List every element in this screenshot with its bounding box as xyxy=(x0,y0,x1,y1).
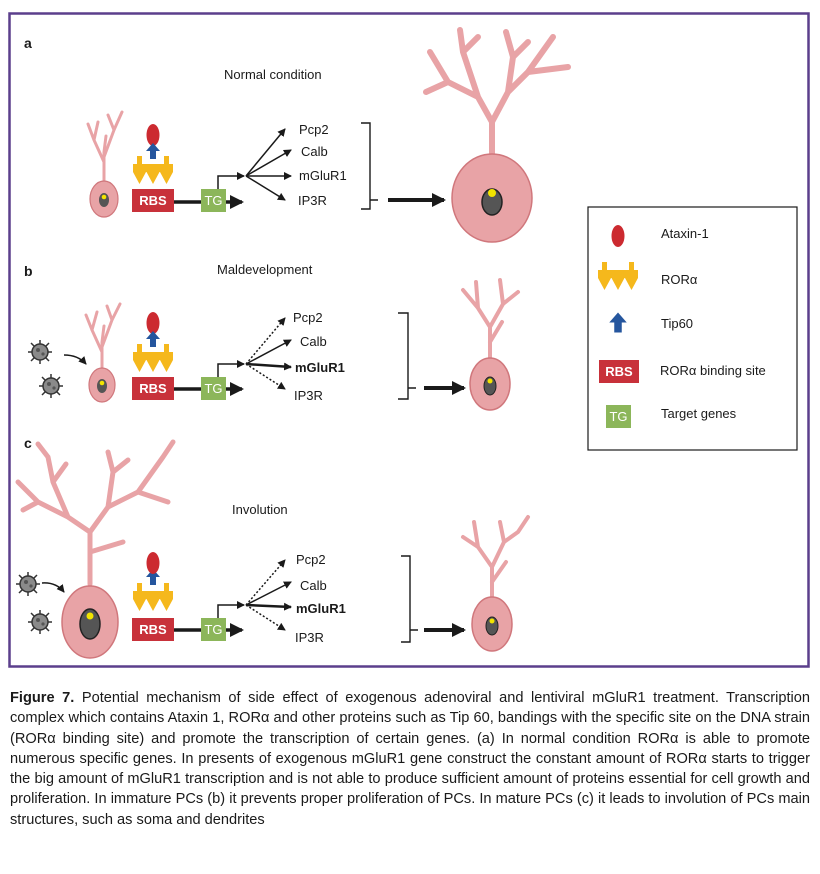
virus-icon xyxy=(15,571,41,597)
gene-label: mGluR1 xyxy=(299,168,347,183)
gene-label: IP3R xyxy=(294,388,323,403)
ataxin-icon xyxy=(146,312,160,334)
virus-icon xyxy=(27,609,53,635)
panel-b-title: Maldevelopment xyxy=(217,262,313,277)
small-purkinje-cell xyxy=(86,110,124,218)
legend-label: Target genes xyxy=(661,406,737,421)
rbs-label: RBS xyxy=(139,193,167,208)
involuted-purkinje-cell xyxy=(461,515,530,652)
panel-c-title: Involution xyxy=(232,502,288,517)
figure-caption: Figure 7. Potential mechanism of side ef… xyxy=(10,688,810,830)
virus-icon xyxy=(27,339,53,365)
legend-label: RORα binding site xyxy=(660,363,766,378)
rbs-box xyxy=(132,189,174,212)
panel-c: c Involution RBS TG Pcp2 Calb xyxy=(15,435,530,659)
tg-label: TG xyxy=(609,409,627,424)
panel-a-title: Normal condition xyxy=(224,67,322,82)
stunted-purkinje-cell xyxy=(461,278,520,411)
tg-box xyxy=(201,377,226,400)
large-purkinje-cell xyxy=(423,27,571,243)
panel-b: b Maldevelopment RBS TG Pcp2 C xyxy=(24,262,520,411)
tg-label: TG xyxy=(204,381,222,396)
panel-a-letter: a xyxy=(24,35,32,51)
panel-a: a Normal condition RBS TG Pcp2 Calb mGlu… xyxy=(24,27,571,243)
legend-label: Ataxin-1 xyxy=(661,226,709,241)
tg-box xyxy=(201,618,226,641)
rbs-box-icon xyxy=(599,360,639,383)
ataxin-icon xyxy=(611,225,625,247)
ataxin-icon xyxy=(146,552,160,574)
figure-panel: a Normal condition RBS TG Pcp2 Calb mGlu… xyxy=(8,12,810,668)
gene-label: Pcp2 xyxy=(293,310,323,325)
tip60-icon xyxy=(146,331,160,347)
gene-arrows xyxy=(245,128,292,201)
mature-purkinje-cell xyxy=(15,439,176,659)
gene-label: mGluR1 xyxy=(296,601,346,616)
ror-alpha-icon xyxy=(133,583,173,611)
ataxin-icon xyxy=(146,124,160,146)
gene-label: Pcp2 xyxy=(296,552,326,567)
gene-label: mGluR1 xyxy=(295,360,345,375)
tg-label: TG xyxy=(204,193,222,208)
virus-icon xyxy=(38,373,64,399)
transcription-complex xyxy=(133,124,173,184)
panel-c-letter: c xyxy=(24,435,32,451)
gene-label: Calb xyxy=(300,578,327,593)
gene-arrows xyxy=(245,317,292,390)
rbs-label: RBS xyxy=(605,364,633,379)
caption-label: Figure 7. xyxy=(10,690,75,706)
ror-alpha-icon xyxy=(133,156,173,184)
tg-box xyxy=(201,189,226,212)
figure-frame xyxy=(8,12,810,668)
rbs-label: RBS xyxy=(139,381,167,396)
ror-alpha-icon xyxy=(133,344,173,372)
gene-label: Calb xyxy=(300,334,327,349)
gene-label: Pcp2 xyxy=(299,122,329,137)
small-purkinje-cell xyxy=(84,302,122,403)
tg-box-icon xyxy=(606,405,631,428)
caption-text: Potential mechanism of side effect of ex… xyxy=(10,690,810,828)
legend-label: Tip60 xyxy=(661,316,693,331)
gene-arrows xyxy=(245,559,292,631)
tip60-icon xyxy=(146,143,160,159)
tg-label: TG xyxy=(204,622,222,637)
gene-label: IP3R xyxy=(295,630,324,645)
legend: Ataxin-1 RORα Tip60 RBS RORα binding sit… xyxy=(587,206,798,451)
rbs-box xyxy=(132,618,174,641)
transcription-complex xyxy=(133,312,173,372)
rbs-label: RBS xyxy=(139,622,167,637)
gene-label: IP3R xyxy=(298,193,327,208)
panel-b-letter: b xyxy=(24,263,33,279)
legend-label: RORα xyxy=(661,272,698,287)
rbs-box xyxy=(132,377,174,400)
gene-label: Calb xyxy=(301,144,328,159)
transcription-complex xyxy=(133,552,173,611)
